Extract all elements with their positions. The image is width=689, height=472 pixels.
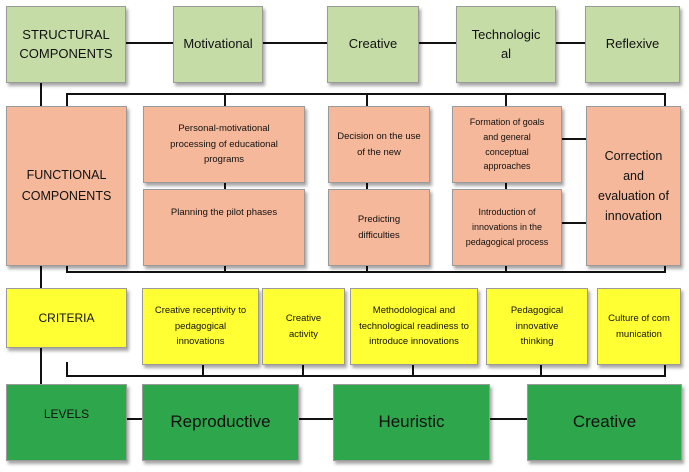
planning-pilot-box: Planning the pilot phases: [143, 189, 305, 266]
functional-components-box: FUNCTIONAL COMPONENTS: [6, 106, 127, 266]
technological-box: Technological: [456, 6, 556, 83]
creative-activity-label: Creative activity: [285, 312, 322, 340]
connector-line: [664, 362, 666, 377]
connector-line: [412, 362, 414, 377]
connector-line: [505, 93, 507, 273]
culture-communication-label: Culture of communication: [608, 312, 670, 340]
heuristic-box: Heuristic: [333, 384, 490, 461]
reflexive-box: Reflexive: [585, 6, 680, 83]
personal-motivational-label: Personal-motivational processing of educ…: [170, 122, 278, 166]
levels-box: LEVELS: [6, 384, 127, 461]
connector-line: [560, 222, 590, 224]
connector-line: [302, 362, 304, 377]
introduction-innovations-box: Introduction of innovations in the pedag…: [452, 189, 562, 266]
methodological-readiness-box: Methodological and technological readine…: [350, 288, 478, 365]
predicting-difficulties-label: Predicting difficulties: [357, 213, 401, 241]
correction-evaluation-box: Correction and evaluation of innovation: [586, 106, 681, 266]
technological-label: Technological: [471, 26, 541, 61]
creative-structural-label: Creative: [348, 36, 398, 52]
personal-motivational-box: Personal-motivational processing of educ…: [143, 106, 305, 183]
connector-line: [366, 93, 368, 273]
connector-line: [540, 362, 542, 377]
creative-receptivity-label: Creative receptivity to pedagogical inno…: [154, 304, 247, 348]
connector-line: [66, 362, 68, 377]
creative-structural-box: Creative: [327, 6, 419, 83]
culture-communication-box: Culture of communication: [597, 288, 681, 365]
reproductive-box: Reproductive: [142, 384, 299, 461]
connector-line: [66, 375, 666, 377]
creative-activity-box: Creative activity: [262, 288, 345, 365]
decision-new-box: Decision on the use of the new: [328, 106, 430, 183]
functional-components-label: FUNCTIONAL COMPONENTS: [21, 167, 112, 203]
innovative-thinking-box: Pedagogical innovative thinking: [486, 288, 588, 365]
connector-line: [202, 362, 204, 377]
formation-goals-label: Formation of goals and general conceptua…: [469, 116, 545, 172]
creative-level-box: Creative: [527, 384, 682, 461]
motivational-box: Motivational: [173, 6, 263, 83]
correction-evaluation-label: Correction and evaluation of innovation: [598, 149, 669, 223]
formation-goals-box: Formation of goals and general conceptua…: [452, 106, 562, 183]
criteria-label: CRITERIA: [38, 311, 95, 325]
criteria-box: CRITERIA: [6, 288, 127, 348]
decision-new-label: Decision on the use of the new: [337, 130, 421, 158]
levels-label: LEVELS: [43, 407, 90, 421]
connector-line: [224, 93, 226, 273]
heuristic-label: Heuristic: [378, 412, 445, 432]
innovative-thinking-label: Pedagogical innovative thinking: [510, 304, 564, 348]
planning-pilot-label: Planning the pilot phases: [170, 207, 278, 218]
connector-line: [560, 138, 590, 140]
creative-level-label: Creative: [572, 412, 637, 432]
predicting-difficulties-box: Predicting difficulties: [328, 189, 430, 266]
motivational-label: Motivational: [183, 36, 253, 52]
creative-receptivity-box: Creative receptivity to pedagogical inno…: [142, 288, 259, 365]
connector-line: [125, 418, 535, 420]
structural-components-box: STRUCTURAL COMPONENTS: [6, 6, 126, 83]
introduction-innovations-label: Introduction of innovations in the pedag…: [465, 207, 549, 247]
reflexive-label: Reflexive: [605, 36, 660, 52]
structural-components-label: STRUCTURAL COMPONENTS: [19, 26, 113, 61]
reproductive-label: Reproductive: [170, 412, 271, 432]
methodological-readiness-label: Methodological and technological readine…: [359, 304, 469, 348]
